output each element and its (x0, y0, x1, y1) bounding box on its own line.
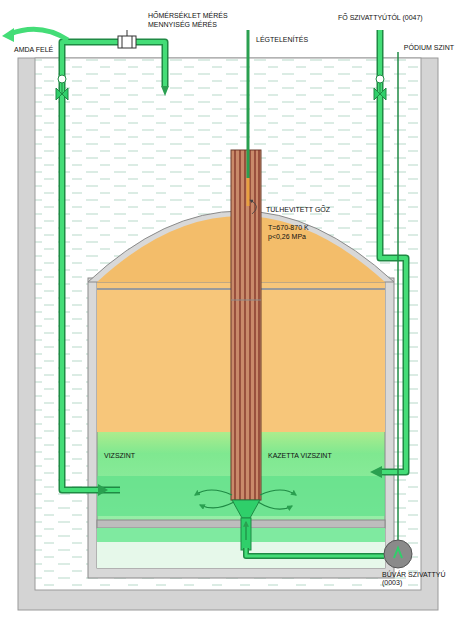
part-label: BÚVÁR SZIVATTYÚ (0003) (382, 571, 452, 587)
part-label: HŐMÉRSÉKLET MÉRÉS (148, 12, 228, 20)
part-label: LÉGTELENÍTÉS (256, 36, 308, 44)
part-label: AMDA FELÉ (14, 46, 53, 54)
part-label: KAZETTA VIZSZINT (268, 452, 332, 460)
part-label: T=670-870 K (268, 224, 309, 232)
part-label: FŐ SZIVATTYÚTÓL (0047) (338, 14, 423, 22)
part-label: p<0,26 MPa (268, 233, 306, 241)
part-label: VIZSZINT (104, 452, 135, 460)
part-label: MENNYISÉG MÉRÉS (148, 21, 217, 29)
part-label: TULHEVITETT GŐZ (266, 206, 330, 214)
part-label: PÓDIUM SZINT (404, 44, 454, 52)
